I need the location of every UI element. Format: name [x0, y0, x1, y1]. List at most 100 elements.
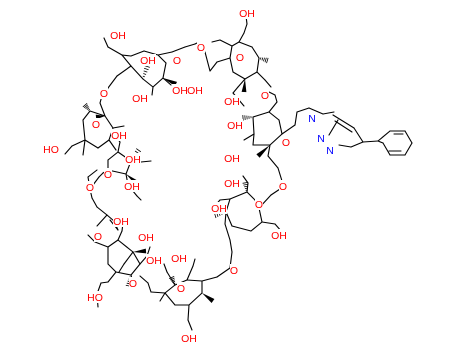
bond	[238, 41, 253, 48]
bond	[87, 169, 98, 178]
atom-label-backdrop	[111, 129, 127, 141]
atom-label-layer: OHOHOHOHOHOHOHOHOHOHOHOHOHOHOHOHOHHOOHOH…	[43, 7, 334, 345]
atom-label-backdrop	[132, 92, 148, 104]
bond	[404, 130, 413, 144]
bond	[152, 77, 164, 88]
bond	[229, 57, 234, 73]
atom-label-backdrop	[146, 254, 162, 266]
bond	[121, 54, 132, 57]
bond	[136, 195, 142, 201]
oxygen-atom-label: OH	[187, 85, 203, 97]
atom-label-backdrop	[236, 51, 244, 63]
bond	[164, 284, 176, 294]
bond	[274, 94, 278, 103]
bond	[296, 107, 310, 113]
bond	[89, 110, 106, 117]
bond	[121, 54, 132, 67]
wedge-bond	[133, 248, 147, 254]
bond	[87, 234, 96, 243]
atom-label-backdrop	[124, 180, 140, 192]
atom-label-backdrop	[100, 87, 108, 99]
atom-label-backdrop	[211, 202, 227, 214]
bond	[252, 133, 255, 146]
atom-label-backdrop	[43, 143, 59, 155]
bond	[231, 41, 240, 47]
bond	[117, 230, 123, 241]
oxygen-atom-label: O	[255, 199, 263, 211]
oxygen-atom-label: O	[230, 265, 238, 277]
nitrogen-atom-label: N	[308, 113, 316, 125]
bond	[278, 119, 283, 135]
oxygen-atom-label: OH	[172, 85, 188, 97]
bond	[229, 239, 233, 253]
bond	[130, 263, 141, 276]
atom-label-backdrop	[177, 282, 185, 294]
atom-label-backdrop	[86, 181, 94, 193]
wedge-bond-layer	[95, 78, 270, 303]
oxygen-atom-label: OH	[171, 253, 187, 265]
atom-label-backdrop	[261, 89, 269, 101]
bond	[243, 23, 248, 34]
bond	[237, 78, 246, 88]
bond	[82, 119, 86, 141]
atom-label-backdrop	[230, 264, 238, 276]
bond	[71, 139, 86, 147]
atom-label-backdrop	[282, 136, 290, 148]
oxygen-atom-label: OH	[132, 93, 148, 105]
bond	[258, 207, 263, 223]
bond	[142, 78, 154, 88]
bond	[270, 188, 281, 196]
oxygen-atom-label: O	[129, 278, 137, 290]
atom-label-backdrop	[173, 54, 181, 66]
hashed-bond	[242, 115, 252, 121]
oxygen-atom-label: O	[100, 88, 108, 100]
oxygen-atom-label: HO	[87, 292, 103, 304]
bond	[139, 255, 148, 265]
bond	[322, 111, 335, 115]
bond	[151, 86, 154, 96]
atom-label-backdrop	[181, 332, 197, 344]
bond	[267, 155, 279, 169]
hashed-bond	[142, 65, 150, 78]
bond	[268, 111, 280, 121]
bond	[107, 263, 117, 273]
oxygen-atom-label: OH	[140, 55, 156, 67]
bond	[264, 79, 272, 88]
atom-label-backdrop	[308, 112, 316, 124]
bond	[252, 116, 255, 135]
bond	[117, 239, 134, 253]
bond	[362, 140, 379, 143]
bond	[130, 50, 145, 57]
bond	[84, 139, 99, 149]
atom-label-backdrop	[224, 177, 240, 189]
bond	[243, 133, 255, 141]
atom-label-backdrop	[138, 231, 154, 243]
oxygen-atom-label: OH	[125, 154, 141, 166]
hashed-bond	[242, 181, 249, 191]
bond	[382, 142, 391, 156]
atom-label-backdrop	[172, 84, 188, 96]
bond	[171, 46, 186, 53]
oxygen-atom-label: HO	[43, 144, 59, 156]
bond	[147, 282, 152, 293]
bond	[404, 142, 413, 156]
atom-label-backdrop	[227, 119, 243, 131]
bond	[82, 139, 86, 156]
bond	[91, 197, 98, 208]
bond	[229, 45, 233, 59]
bond	[96, 214, 108, 227]
bond	[130, 65, 144, 80]
oxygen-atom-label: O	[282, 137, 290, 149]
oxygen-atom-label: OH	[271, 230, 287, 242]
bond	[256, 57, 260, 73]
oxygen-atom-label: O	[261, 90, 269, 102]
atom-label-backdrop	[187, 84, 203, 96]
atom-label-backdrop	[110, 29, 126, 41]
bond	[211, 39, 221, 43]
bond	[96, 206, 108, 216]
bond	[115, 271, 132, 276]
bond	[184, 43, 196, 48]
oxygen-atom-label: OH	[181, 333, 197, 345]
oxygen-atom-label: O	[173, 55, 181, 67]
